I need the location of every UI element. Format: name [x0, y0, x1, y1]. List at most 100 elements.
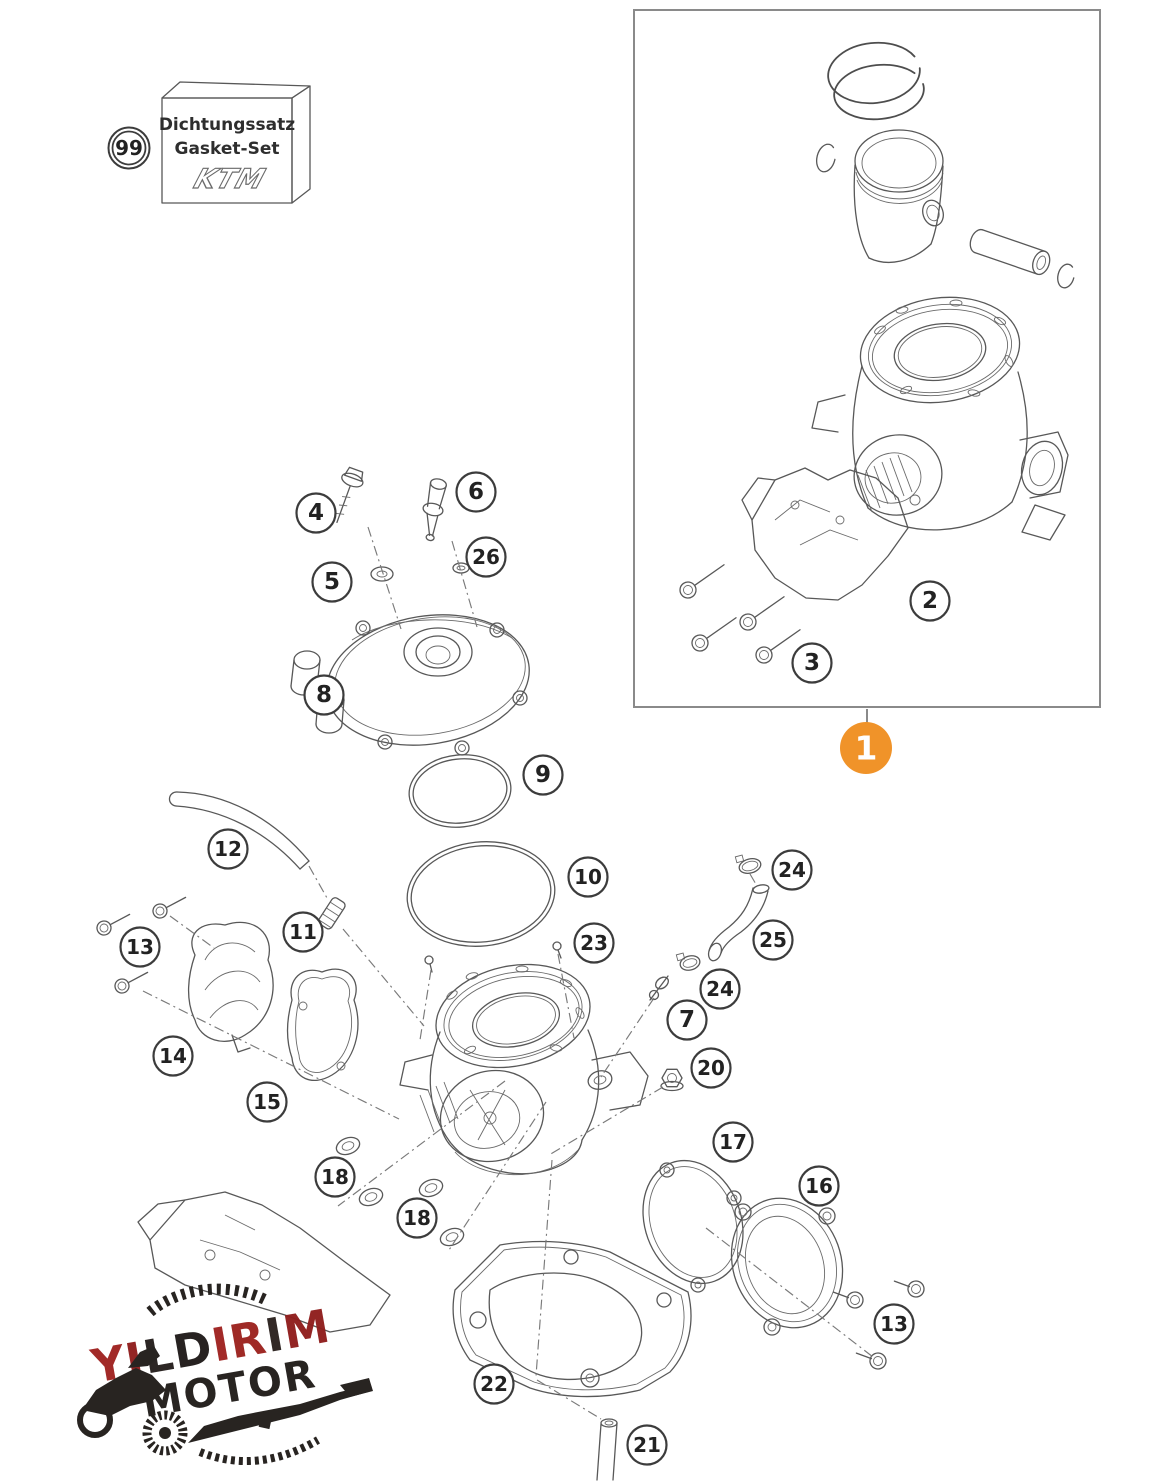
coolant-hose: [707, 884, 770, 962]
svg-text:15: 15: [253, 1090, 281, 1114]
callout-18[interactable]: 18: [396, 1197, 438, 1239]
callout-16[interactable]: 16: [798, 1165, 840, 1207]
svg-text:13: 13: [126, 935, 154, 959]
control-cover: [187, 921, 274, 1053]
svg-text:24: 24: [778, 858, 806, 882]
piston: [853, 129, 944, 264]
svg-text:5: 5: [324, 569, 340, 595]
callout-12[interactable]: 12: [207, 828, 249, 870]
callout-23[interactable]: 23: [573, 922, 615, 964]
sprocket-chain-arc: [146, 1283, 269, 1317]
callout-18[interactable]: 18: [314, 1156, 356, 1198]
cylinder: [811, 296, 1069, 541]
piston-pin: [969, 228, 1051, 276]
callout-7[interactable]: 7: [666, 999, 708, 1041]
hose-clamp-lower: [675, 952, 701, 971]
svg-text:1: 1: [855, 729, 878, 768]
svg-text:6: 6: [468, 479, 484, 505]
dowel-pin: [596, 1418, 618, 1481]
callout-3[interactable]: 3: [791, 642, 833, 684]
outer-cover: [730, 1197, 844, 1336]
callout-5[interactable]: 5: [311, 561, 353, 603]
callout-4[interactable]: 4: [295, 492, 337, 534]
svg-text:26: 26: [472, 545, 500, 569]
svg-text:2: 2: [922, 588, 938, 614]
callout-21[interactable]: 21: [626, 1424, 668, 1466]
svg-text:99: 99: [115, 136, 143, 160]
callout-24[interactable]: 24: [771, 849, 813, 891]
stud-left: [424, 955, 434, 973]
callout-14[interactable]: 14: [152, 1035, 194, 1077]
callout-17[interactable]: 17: [712, 1121, 754, 1163]
callout-22[interactable]: 22: [473, 1363, 515, 1405]
callout-13[interactable]: 13: [119, 926, 161, 968]
reed-valve-block: [741, 467, 909, 601]
hose-clamp-upper: [734, 854, 762, 874]
fitting-7: [648, 975, 669, 1001]
svg-text:11: 11: [289, 920, 317, 944]
reed-block-bolts: [679, 564, 801, 664]
svg-text:13: 13: [880, 1312, 908, 1336]
watermark-logo: YILDIRIM MOTOR: [77, 1283, 373, 1465]
svg-text:18: 18: [321, 1165, 349, 1189]
seal-washers: [335, 1136, 465, 1247]
base-gasket: [452, 1240, 692, 1398]
head-bolt: [335, 466, 364, 523]
motocross-bike-silhouette: [77, 1346, 188, 1456]
callout-20[interactable]: 20: [690, 1047, 732, 1089]
callout-8[interactable]: 8: [303, 674, 345, 716]
control-cover-gasket: [286, 968, 359, 1081]
stud-23: [552, 941, 562, 959]
cover-bolts-right: [832, 1280, 925, 1370]
leader-lines: [142, 526, 874, 1420]
svg-text:14: 14: [159, 1044, 187, 1068]
head-o-ring-inner: [408, 754, 512, 828]
svg-text:22: 22: [480, 1372, 508, 1396]
callout-13[interactable]: 13: [873, 1303, 915, 1345]
svg-text:7: 7: [679, 1007, 695, 1033]
cover-bolts-left: [96, 896, 187, 994]
svg-text:9: 9: [535, 762, 551, 788]
svg-text:10: 10: [574, 865, 602, 889]
callout-26[interactable]: 26: [465, 536, 507, 578]
flange-nut: [660, 1068, 684, 1092]
svg-text:23: 23: [580, 931, 608, 955]
callout-99[interactable]: 99: [107, 126, 151, 170]
svg-text:17: 17: [719, 1130, 747, 1154]
callout-25[interactable]: 25: [752, 919, 794, 961]
svg-text:21: 21: [633, 1433, 661, 1457]
callout-11[interactable]: 11: [282, 911, 324, 953]
head-o-ring-outer: [406, 841, 556, 947]
adjuster-spring: [318, 897, 346, 930]
piston-pin-circlip-right: [1057, 263, 1075, 289]
callout-9[interactable]: 9: [522, 754, 564, 796]
vent-hose: [168, 791, 310, 870]
callout-6[interactable]: 6: [455, 471, 497, 513]
callout-1[interactable]: 1: [840, 722, 892, 774]
temperature-sensor: [422, 478, 447, 542]
svg-text:3: 3: [804, 650, 820, 676]
callouts-layer: 9912345626891012111314151818232425247201…: [107, 126, 951, 1466]
main-assembly-box: [633, 9, 1101, 723]
svg-text:16: 16: [805, 1174, 833, 1198]
svg-text:4: 4: [308, 500, 324, 526]
svg-text:8: 8: [316, 682, 332, 708]
gasket-box-text-line2: Gasket-Set: [174, 139, 279, 159]
svg-text:25: 25: [759, 928, 787, 952]
svg-text:12: 12: [214, 837, 242, 861]
ktm-logo: KTM: [190, 163, 270, 195]
piston-rings: [827, 41, 925, 121]
callout-24[interactable]: 24: [699, 968, 741, 1010]
svg-text:20: 20: [697, 1056, 725, 1080]
rifle-silhouette: [188, 1378, 373, 1465]
gasket-box-text-line1: Dichtungssatz: [159, 115, 295, 135]
svg-text:18: 18: [403, 1206, 431, 1230]
callout-2[interactable]: 2: [909, 580, 951, 622]
sensor-washer: [452, 562, 470, 574]
callout-15[interactable]: 15: [246, 1081, 288, 1123]
gasket-set-box: Dichtungssatz Gasket-Set KTM: [159, 81, 311, 204]
callout-10[interactable]: 10: [567, 856, 609, 898]
reed-valve-assembly-lower: [137, 1191, 391, 1333]
